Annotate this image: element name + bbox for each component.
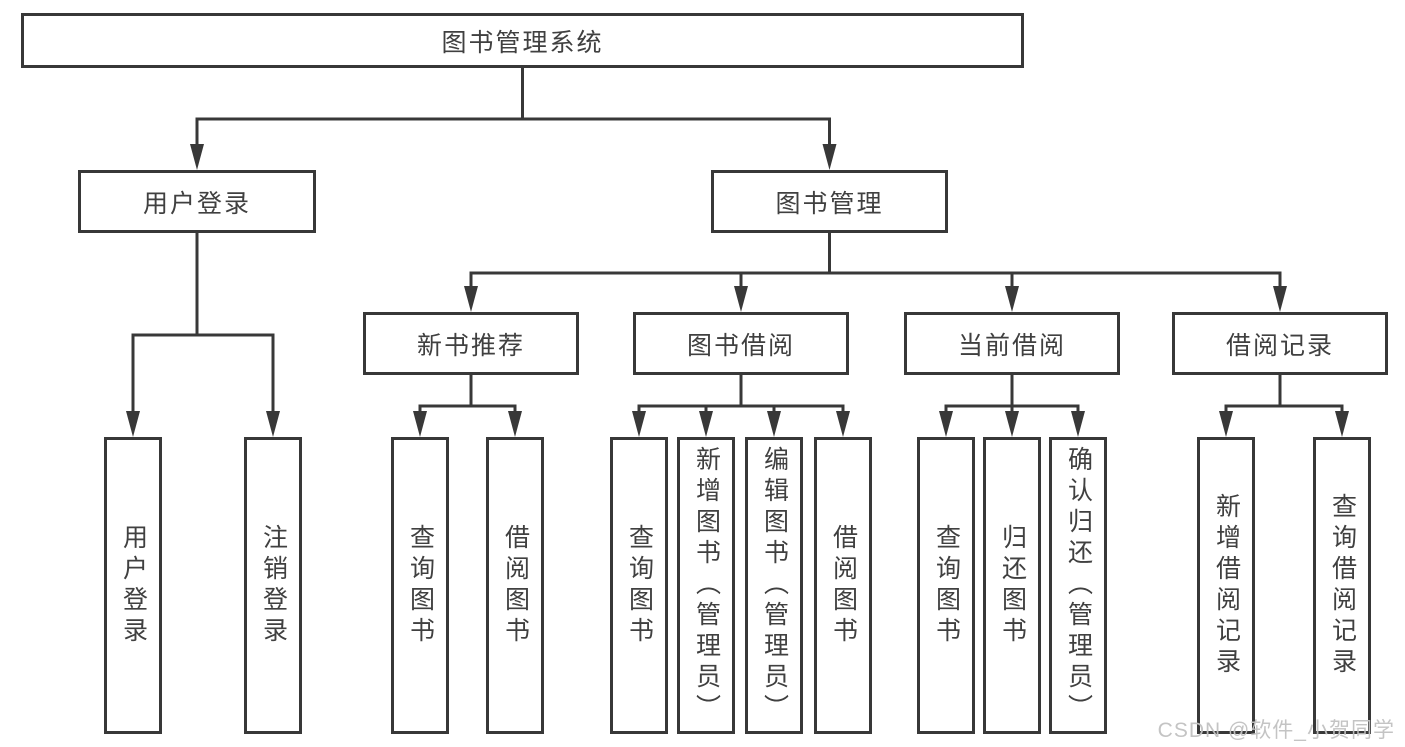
node-label: 编辑图书（管理员） [760,446,789,725]
node-leaf-return-books: 归还图书 [983,437,1041,734]
node-label: 图书管理 [775,189,884,218]
node-label: 新增借阅记录 [1212,492,1241,679]
node-label: 新书推荐 [416,331,525,360]
node-label: 归还图书 [998,523,1027,648]
node-label: 借阅记录 [1225,331,1334,360]
node-label: 注销登录 [259,523,288,648]
node-book-management-branch: 图书管理 [711,170,948,233]
node-leaf-logout: 注销登录 [244,437,302,734]
node-leaf-user-login: 用户登录 [104,437,162,734]
node-label: 当前借阅 [957,331,1066,360]
node-leaf-borrow-books-recommend: 借阅图书 [486,437,544,734]
node-borrowing-records: 借阅记录 [1172,312,1388,375]
node-leaf-add-borrow-record: 新增借阅记录 [1197,437,1255,734]
node-label: 借阅图书 [829,523,858,648]
node-library-management-system: 图书管理系统 [21,13,1024,68]
node-label: 用户登录 [142,189,251,218]
node-label: 查询图书 [932,523,961,648]
node-leaf-confirm-return-admin: 确认归还（管理员） [1049,437,1107,734]
node-leaf-add-books-admin: 新增图书（管理员） [677,437,735,734]
node-label: 查询图书 [625,523,654,648]
node-label: 查询借阅记录 [1328,492,1357,679]
node-label: 查询图书 [406,523,435,648]
node-label: 新增图书（管理员） [692,446,721,725]
node-label: 借阅图书 [501,523,530,648]
node-leaf-query-books-borrowing: 查询图书 [610,437,668,734]
node-label: 用户登录 [119,523,148,648]
csdn-watermark: CSDN @软件_小贺同学 [1157,719,1395,742]
node-leaf-borrow-books: 借阅图书 [814,437,872,734]
node-leaf-edit-books-admin: 编辑图书（管理员） [745,437,803,734]
node-leaf-query-borrow-record: 查询借阅记录 [1313,437,1371,734]
node-leaf-query-books-current: 查询图书 [917,437,975,734]
node-current-borrowing: 当前借阅 [904,312,1120,375]
node-book-borrowing: 图书借阅 [633,312,849,375]
node-leaf-query-books-recommend: 查询图书 [391,437,449,734]
node-new-book-recommendation: 新书推荐 [363,312,579,375]
node-label: 图书管理系统 [441,28,604,57]
node-label: 确认归还（管理员） [1064,446,1093,725]
node-user-login-branch: 用户登录 [78,170,316,233]
node-label: 图书借阅 [686,331,795,360]
